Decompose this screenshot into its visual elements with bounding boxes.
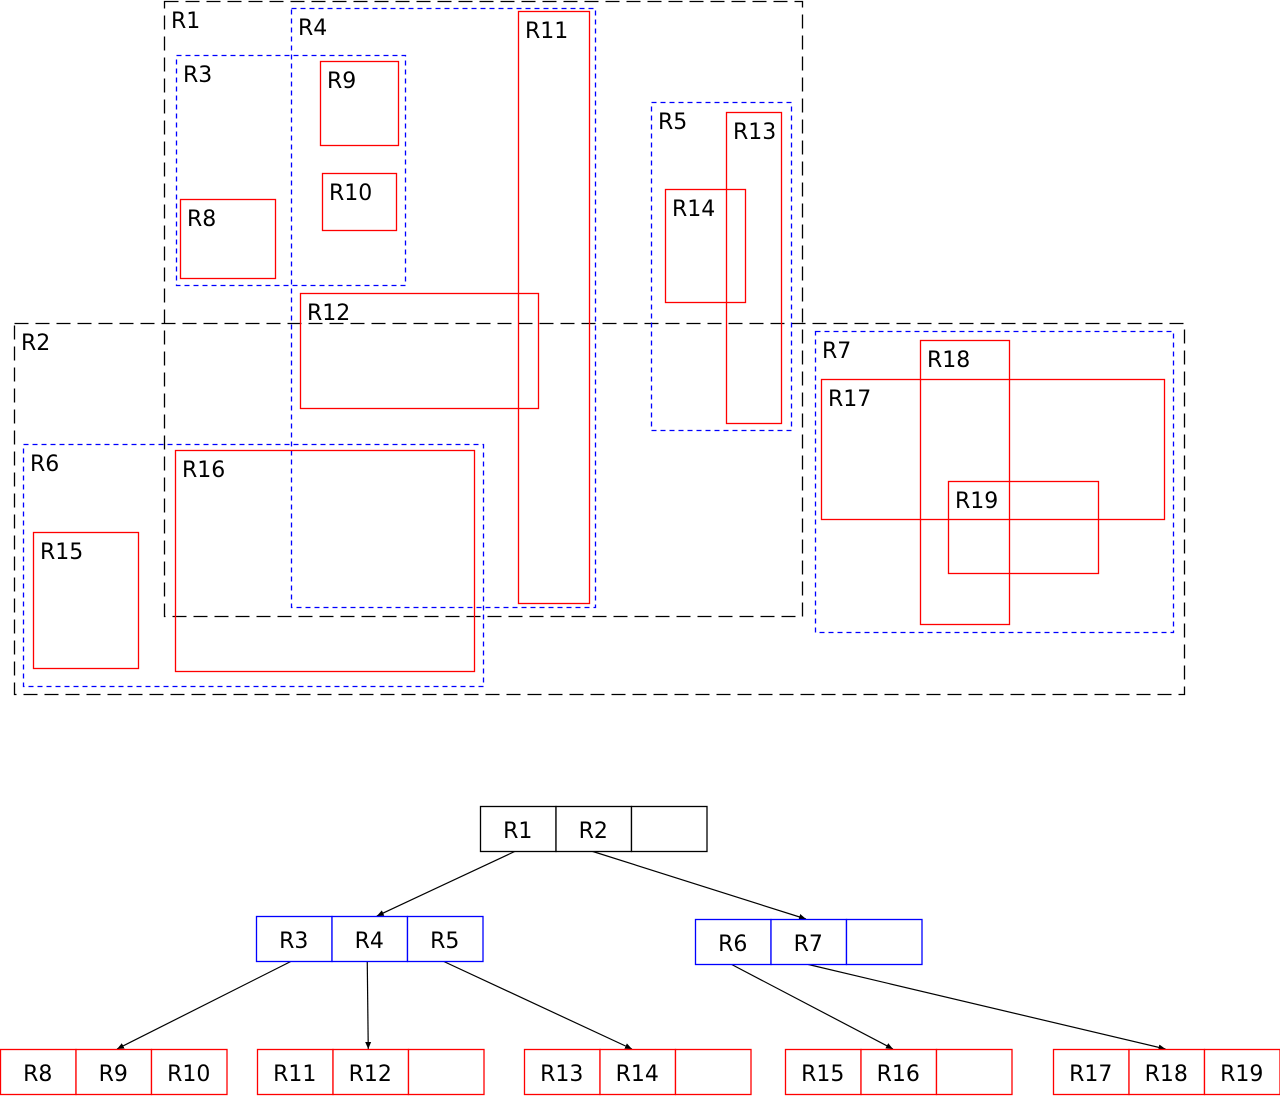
entry-label: R11 bbox=[273, 1062, 316, 1087]
entry-label: R18 bbox=[1145, 1062, 1188, 1087]
entry-cell-r3 bbox=[255, 915, 333, 963]
entry-label: R4 bbox=[355, 929, 384, 954]
entry-cell-r2 bbox=[555, 805, 633, 853]
region-label: R5 bbox=[658, 110, 687, 135]
region-label: R10 bbox=[329, 181, 372, 206]
entry-label: R14 bbox=[616, 1062, 659, 1087]
region-label: R14 bbox=[672, 197, 715, 222]
entry-cell-r19 bbox=[1203, 1048, 1280, 1096]
entry-label: R12 bbox=[349, 1062, 392, 1087]
region-r13 bbox=[725, 111, 783, 425]
region-label: R13 bbox=[733, 120, 776, 145]
entry-label: R3 bbox=[279, 929, 308, 954]
region-r16 bbox=[174, 449, 476, 673]
entry-label: R6 bbox=[718, 932, 747, 957]
edge-r2-to-n2 bbox=[591, 850, 807, 920]
tree-node-l5: R13 R14 bbox=[523, 1048, 752, 1096]
edge-r7-to-l7 bbox=[806, 963, 1166, 1051]
region-r7 bbox=[814, 330, 1175, 634]
entry-label: R1 bbox=[503, 819, 532, 844]
edge-r4-to-l4 bbox=[365, 960, 372, 1050]
region-r12 bbox=[299, 292, 540, 410]
entry-label: R19 bbox=[1220, 1062, 1263, 1087]
region-r8 bbox=[179, 198, 277, 280]
empty-entry-cell bbox=[407, 1048, 485, 1096]
region-r3 bbox=[175, 54, 407, 287]
region-label: R3 bbox=[183, 63, 212, 88]
entry-label: R13 bbox=[540, 1062, 583, 1087]
tree-node-n1: R3 R4 R5 bbox=[255, 915, 484, 963]
edge-r6-to-l6 bbox=[730, 963, 894, 1050]
entry-label: R7 bbox=[794, 932, 823, 957]
entry-label: R8 bbox=[23, 1062, 52, 1087]
region-r1 bbox=[163, 0, 804, 618]
region-label: R12 bbox=[307, 301, 350, 326]
empty-entry-cell bbox=[674, 1048, 752, 1096]
empty-entry-cell bbox=[845, 918, 923, 966]
entry-label: R16 bbox=[877, 1062, 920, 1087]
entry-label: R2 bbox=[579, 819, 608, 844]
entry-label: R17 bbox=[1069, 1062, 1112, 1087]
tree-node-l6: R15 R16 bbox=[784, 1048, 1013, 1096]
region-label: R18 bbox=[927, 348, 970, 373]
region-r14 bbox=[664, 188, 747, 304]
region-label: R2 bbox=[21, 331, 50, 356]
entry-cell-r5 bbox=[406, 915, 484, 963]
tree-node-l7: R17 R18 R19 bbox=[1052, 1048, 1280, 1096]
entry-cell-r16 bbox=[860, 1048, 938, 1096]
edge-r5-to-l5 bbox=[442, 960, 633, 1050]
spatial-regions: R1R2R3R4R5R6R7R8R9R10R11R12R13R14R15R16R… bbox=[13, 0, 1186, 696]
entry-label: R5 bbox=[430, 929, 459, 954]
region-label: R15 bbox=[40, 540, 83, 565]
edge-r3-to-l3 bbox=[116, 960, 293, 1050]
region-r11 bbox=[517, 10, 591, 605]
region-r9 bbox=[319, 60, 400, 147]
edge-r1-to-n1 bbox=[376, 850, 517, 917]
region-label: R4 bbox=[298, 16, 327, 41]
tree-node-l3: R8 R9 R10 bbox=[0, 1048, 228, 1096]
region-r10 bbox=[321, 172, 398, 232]
region-r5 bbox=[650, 101, 793, 432]
region-r19 bbox=[947, 480, 1100, 575]
region-label: R6 bbox=[30, 452, 59, 477]
empty-entry-cell bbox=[935, 1048, 1013, 1096]
entry-cell-r14 bbox=[599, 1048, 677, 1096]
region-r18 bbox=[919, 339, 1011, 626]
entry-cell-r13 bbox=[523, 1048, 601, 1096]
tree-edges bbox=[116, 850, 1166, 1051]
region-r6 bbox=[22, 443, 485, 688]
region-label: R16 bbox=[182, 458, 225, 483]
region-label: R11 bbox=[525, 19, 568, 44]
region-label: R9 bbox=[327, 69, 356, 94]
entry-cell-r11 bbox=[256, 1048, 334, 1096]
entry-label: R15 bbox=[801, 1062, 844, 1087]
entry-label: R9 bbox=[99, 1062, 128, 1087]
entry-cell-r1 bbox=[479, 805, 557, 853]
entry-cell-r10 bbox=[150, 1048, 228, 1096]
region-r4 bbox=[290, 7, 597, 609]
region-label: R19 bbox=[955, 489, 998, 514]
tree-node-l4: R11 R12 bbox=[256, 1048, 485, 1096]
entry-cell-r17 bbox=[1052, 1048, 1130, 1096]
tree-node-n2: R6 R7 bbox=[694, 918, 923, 966]
region-r2 bbox=[13, 322, 1186, 696]
entry-label: R10 bbox=[167, 1062, 210, 1087]
region-label: R17 bbox=[828, 387, 871, 412]
region-label: R7 bbox=[822, 339, 851, 364]
region-label: R1 bbox=[171, 9, 200, 34]
region-r15 bbox=[32, 531, 140, 670]
region-label: R8 bbox=[187, 207, 216, 232]
empty-entry-cell bbox=[630, 805, 708, 853]
entry-cell-r18 bbox=[1128, 1048, 1206, 1096]
entry-cell-r8 bbox=[0, 1048, 77, 1096]
region-r17 bbox=[820, 378, 1166, 521]
tree-node-root: R1 R2 bbox=[479, 805, 708, 853]
entry-cell-r6 bbox=[694, 918, 772, 966]
